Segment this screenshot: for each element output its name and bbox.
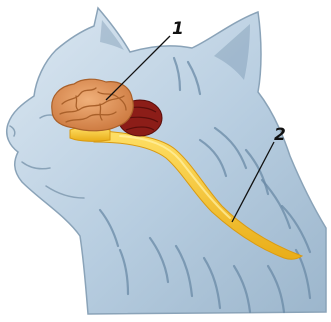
label-brain: 1 xyxy=(172,19,184,39)
cat-body xyxy=(7,8,326,314)
label-spinal-cord: 2 xyxy=(274,125,286,145)
brain xyxy=(52,79,133,131)
